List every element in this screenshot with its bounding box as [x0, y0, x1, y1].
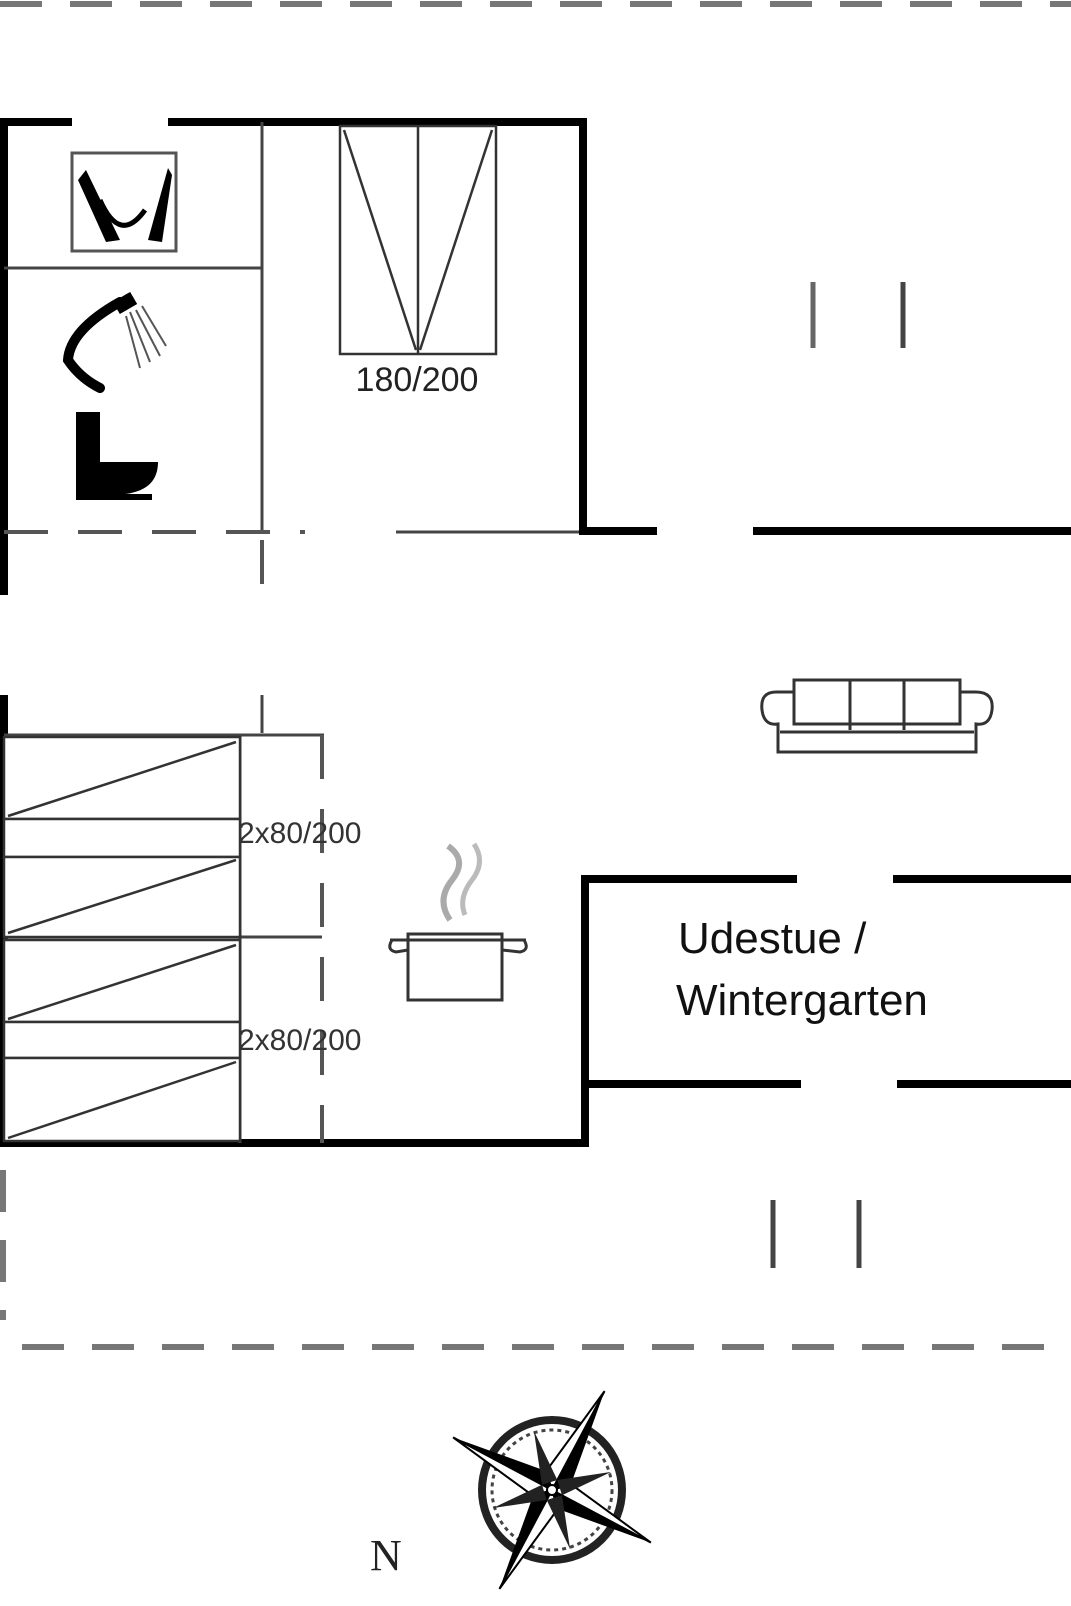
twin-beds-top-label: 2x80/200 [238, 817, 361, 850]
toilet-icon [76, 412, 158, 500]
sunroom-label-line1: Udestue / [678, 914, 867, 963]
compass-rose-icon [452, 1390, 652, 1590]
twin-beds-bottom: 2x80/200 [2, 938, 361, 1143]
sunroom-label-line2: Wintergarten [676, 976, 928, 1025]
double-bed: 180/200 [338, 124, 498, 399]
terrace-outline [0, 1, 1071, 1350]
twin-beds-top: 2x80/200 [2, 735, 361, 939]
sofa-icon [760, 678, 994, 754]
north-label: N [370, 1531, 402, 1580]
washbasin-icon [70, 151, 178, 253]
window-markers [770, 282, 906, 1268]
double-bed-label: 180/200 [356, 361, 479, 399]
twin-beds-bottom-label: 2x80/200 [238, 1024, 361, 1057]
exterior-walls [0, 118, 1071, 1147]
shower-icon [62, 291, 167, 393]
stove-pot-icon [388, 842, 528, 1002]
